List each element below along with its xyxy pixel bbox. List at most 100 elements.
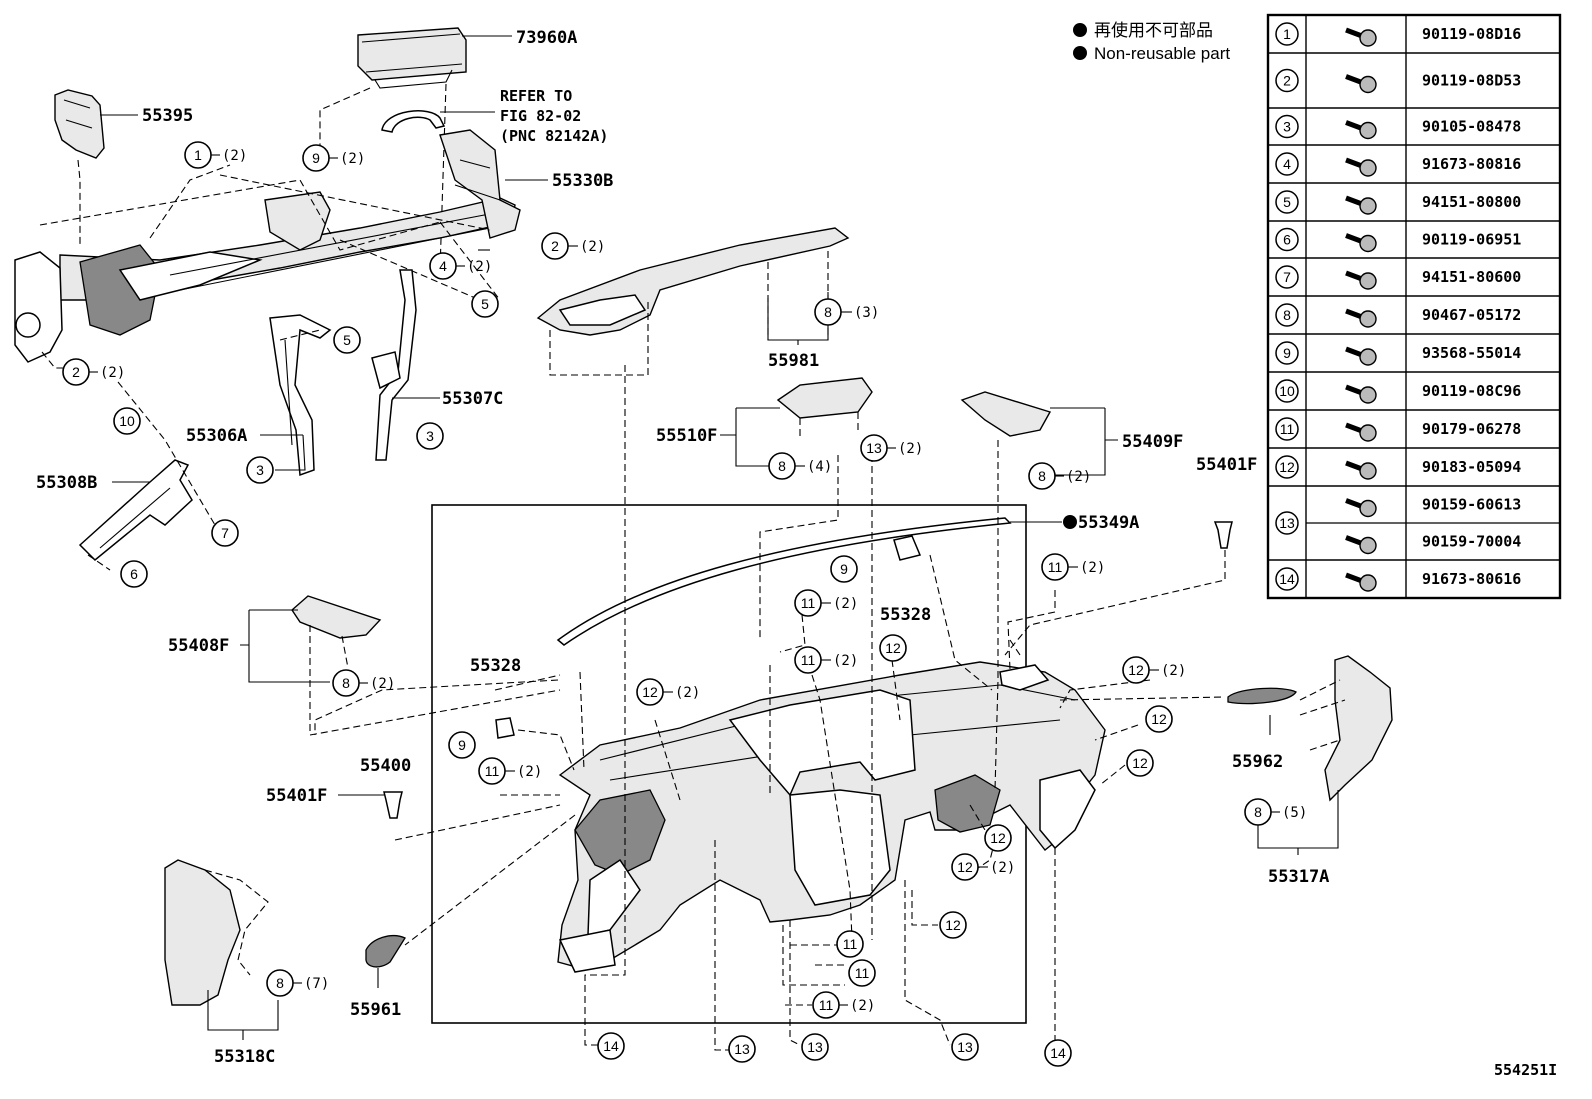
callout-12-b: 12: [1122, 656, 1150, 684]
svg-text:(PNC 82142A): (PNC 82142A): [500, 127, 608, 145]
fastener-ref: 1: [1283, 26, 1291, 42]
garnish-55349A-illustration[interactable]: [556, 517, 1012, 646]
svg-text:(4): (4): [807, 459, 832, 475]
svg-text:REFER TO: REFER TO: [500, 87, 572, 105]
callout-2-left: 2: [62, 358, 90, 386]
svg-text:8: 8: [1038, 468, 1046, 484]
fastener-row[interactable]: 11 90179-06278: [1268, 409, 1560, 442]
svg-text:6: 6: [130, 566, 138, 582]
screw-55401F-left-illustration[interactable]: [383, 791, 403, 819]
screw-55401F-right-illustration[interactable]: [1213, 521, 1233, 549]
label-55408F: 55408F: [168, 636, 229, 656]
fastener-part-number: 90119-06951: [1422, 231, 1521, 249]
fastener-part-number: 93568-55014: [1422, 344, 1521, 362]
svg-text:12: 12: [1132, 755, 1148, 771]
legend-dot-jp: [1073, 23, 1087, 37]
label-55317A: 55317A: [1268, 867, 1329, 887]
svg-text:(7): (7): [304, 976, 329, 992]
panel-55510F-illustration[interactable]: [776, 377, 873, 440]
label-55401F-left: 55401F: [266, 786, 327, 806]
side-panel-55317A-illustration[interactable]: [1299, 655, 1393, 802]
panel-55408F-illustration[interactable]: [291, 595, 561, 736]
grille-55962-illustration[interactable]: [1227, 687, 1297, 705]
svg-text:12: 12: [945, 917, 961, 933]
svg-text:12: 12: [957, 859, 973, 875]
fastener-ref: 11: [1280, 421, 1295, 437]
airbag-illustration[interactable]: [319, 27, 467, 271]
label-55318C: 55318C: [214, 1047, 275, 1067]
callout-3-55307C: 3: [416, 422, 444, 450]
quantity-labels: (2) (2) (2) (2) (2) (3) (4) (2) (2) (2) …: [89, 148, 1307, 1014]
svg-text:12: 12: [1151, 711, 1167, 727]
leader-lines: [100, 35, 1339, 1040]
callout-11-g: 11: [812, 991, 840, 1019]
brace-55306A-illustration[interactable]: [269, 314, 332, 477]
fastener-ref-circle: [1275, 152, 1299, 176]
svg-text:(2): (2): [833, 653, 858, 669]
instrument-panel-55400-illustration[interactable]: [495, 535, 1106, 973]
fastener-ref: 2: [1283, 73, 1291, 89]
callout-6: 6: [120, 560, 148, 588]
svg-text:8: 8: [778, 458, 786, 474]
label-55401F-right: 55401F: [1196, 455, 1257, 475]
fastener-ref: 14: [1279, 571, 1295, 587]
fastener-part-number: 90119-08C96: [1422, 382, 1521, 400]
fastener-icon: [1345, 195, 1377, 215]
svg-text:12: 12: [1128, 662, 1144, 678]
diagram-id: 554251I: [1494, 1061, 1557, 1079]
fastener-ref-circle: [1275, 265, 1299, 289]
callout-13-b2: 13: [801, 1033, 829, 1061]
svg-text:(2): (2): [1066, 469, 1091, 485]
svg-text:14: 14: [603, 1038, 619, 1054]
fastener-ref-circle: [1275, 511, 1299, 535]
grip-illustration: [381, 110, 446, 133]
steering-support-beam-illustration[interactable]: [14, 129, 521, 363]
fastener-part-number: 91673-80816: [1422, 155, 1521, 173]
svg-text:(2): (2): [370, 676, 395, 692]
callout-5-beam: 5: [471, 290, 499, 318]
side-panel-55318C-illustration[interactable]: [164, 859, 269, 1006]
bracket-55395-illustration[interactable]: [54, 89, 105, 245]
callout-9-right: 9: [830, 555, 858, 583]
fastener-ref: 8: [1283, 307, 1291, 323]
svg-text:1: 1: [194, 147, 202, 163]
fastener-ref-circle: [1275, 190, 1299, 214]
fastener-ref-circle: [1275, 341, 1299, 365]
fastener-part-number: 90179-06278: [1422, 420, 1521, 438]
non-reusable-dot-55349A: [1063, 515, 1077, 529]
brace-55308B-illustration[interactable]: [78, 459, 193, 562]
label-55308B: 55308B: [36, 473, 97, 493]
grille-55961-illustration[interactable]: [365, 935, 406, 968]
svg-text:2: 2: [551, 238, 559, 254]
brace-55307C-illustration[interactable]: [371, 269, 417, 461]
callout-12-h: 12: [939, 911, 967, 939]
callout-8-55981: 8: [814, 298, 842, 326]
label-55349A: 55349A: [1078, 513, 1139, 533]
callout-1: 1: [184, 141, 212, 169]
svg-text:(2): (2): [580, 239, 605, 255]
svg-text:(2): (2): [222, 148, 247, 164]
label-55510F: 55510F: [656, 426, 717, 446]
callout-10: 10: [113, 407, 141, 435]
panel-55409F-illustration[interactable]: [960, 391, 1052, 437]
reference-note[interactable]: REFER TO FIG 82-02 (PNC 82142A): [500, 87, 608, 145]
label-55961: 55961: [350, 1000, 401, 1020]
svg-text:11: 11: [1048, 559, 1063, 575]
label-55328-right: 55328: [880, 605, 931, 625]
callout-8-55317A: 8: [1244, 798, 1272, 826]
svg-text:(5): (5): [1282, 805, 1307, 821]
